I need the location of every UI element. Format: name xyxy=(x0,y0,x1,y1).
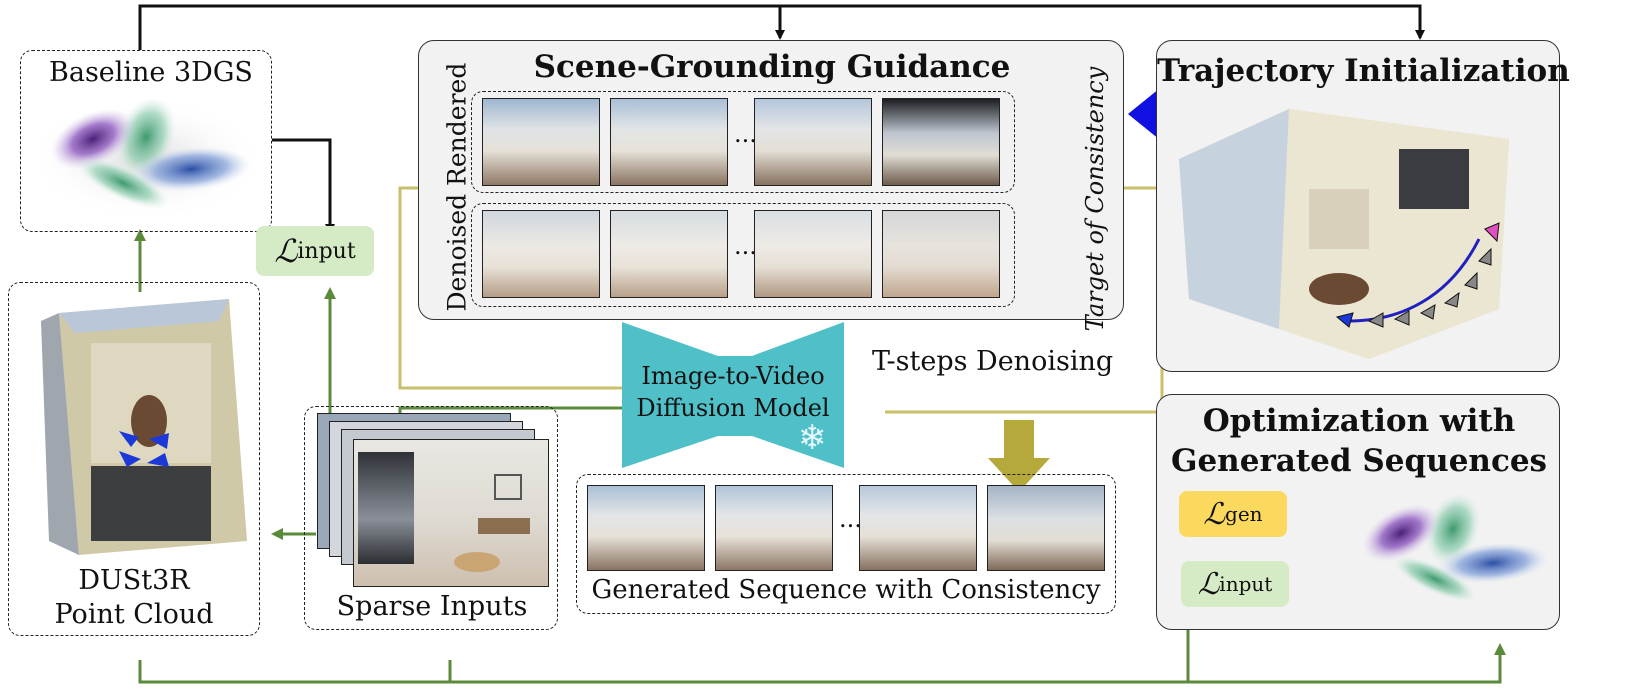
guidance-panel: Scene-Grounding Guidance Denoised Render… xyxy=(418,40,1124,331)
denoised-ellipsis: ... xyxy=(734,232,757,260)
denoised-frame-1 xyxy=(482,210,600,298)
generated-ellipsis: ... xyxy=(839,505,862,533)
gaussian-blobs-image xyxy=(26,99,266,219)
diffusion-label-line2: Diffusion Model xyxy=(636,394,830,422)
loss-gen-subscript: gen xyxy=(1225,502,1263,526)
denoised-row: ... xyxy=(471,203,1015,307)
baseline-3dgs-box: Baseline 3DGS xyxy=(20,50,272,232)
baseline-3dgs-label: Baseline 3DGS xyxy=(49,57,253,88)
optimization-title-line1: Optimization with xyxy=(1202,403,1516,439)
optimization-title-line2: Generated Sequences xyxy=(1170,443,1548,479)
generated-sequence-label: Generated Sequence with Consistency xyxy=(591,575,1101,605)
loss-input-opt-subscript: input xyxy=(1219,572,1273,596)
generated-sequence-box: ... Generated Sequence with Consistency xyxy=(576,474,1116,614)
denoised-frame-2 xyxy=(610,210,728,298)
diffusion-model-shape xyxy=(622,322,844,468)
generated-frame-1 xyxy=(587,485,705,571)
trajectory-title: Trajectory Initialization xyxy=(1157,53,1570,89)
sparse-frame-front xyxy=(353,439,549,587)
dust3r-label-line1: DUSt3R xyxy=(78,565,190,596)
guidance-title: Scene-Grounding Guidance xyxy=(533,49,1011,85)
bottom-bus-line xyxy=(138,643,1506,684)
rendered-ellipsis: ... xyxy=(734,120,757,148)
rendered-frame-2 xyxy=(610,98,728,186)
loss-input-opt-symbol: ℒ xyxy=(1197,566,1220,602)
generated-frame-3 xyxy=(859,485,977,571)
trajectory-panel: Trajectory Initialization xyxy=(1156,40,1570,372)
trajectory-scene-image xyxy=(1179,109,1509,359)
dust3r-box: DUSt3R Point Cloud xyxy=(8,282,260,636)
loss-gen-symbol: ℒ xyxy=(1203,496,1226,532)
rendered-frame-1 xyxy=(482,98,600,186)
generated-frame-2 xyxy=(715,485,833,571)
rendered-frame-3 xyxy=(754,98,872,186)
rendered-frame-4 xyxy=(882,98,1000,186)
guidance-side-left: Denoised Rendered xyxy=(442,62,472,312)
rendered-row: ... xyxy=(471,91,1015,193)
sparse-inputs-label: Sparse Inputs xyxy=(336,591,528,622)
point-cloud-image xyxy=(41,299,247,555)
optimized-gaussians-image xyxy=(1362,492,1549,603)
loss-input-symbol: ℒ xyxy=(274,232,298,270)
baseline-to-loss-line xyxy=(272,138,335,234)
loss-input-subscript: input xyxy=(297,238,356,264)
sparse-inputs-box: Sparse Inputs xyxy=(304,406,558,630)
guidance-side-right: Target of Consistency xyxy=(1081,66,1109,332)
dust3r-label-line2: Point Cloud xyxy=(54,599,214,630)
denoised-frame-4 xyxy=(882,210,1000,298)
denoised-frame-3 xyxy=(754,210,872,298)
diffusion-label-line1: Image-to-Video xyxy=(641,362,825,390)
tsteps-label: T-steps Denoising xyxy=(872,346,1114,377)
snowflake-icon: ❄ xyxy=(798,418,827,458)
generated-frame-4 xyxy=(987,485,1105,571)
